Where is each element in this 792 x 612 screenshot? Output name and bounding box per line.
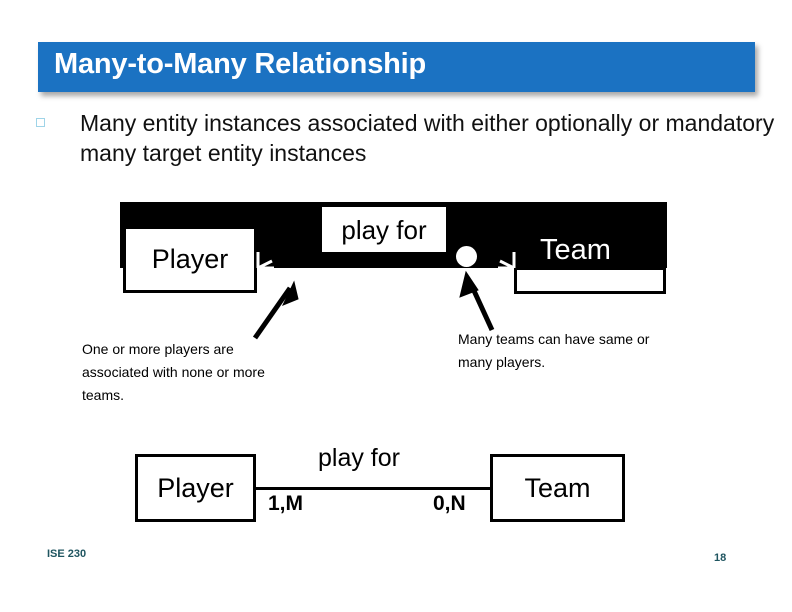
annotation-note-right: Many teams can have same or many players…	[458, 331, 650, 370]
entity-box-team-top	[514, 267, 666, 294]
slide-title-bar: Many-to-Many Relationship	[38, 42, 755, 92]
bullet-item-text: Many entity instances associated with ei…	[80, 110, 775, 166]
optional-circle-icon	[456, 246, 477, 267]
square-bullet-icon	[36, 118, 45, 127]
entity-box-team-bottom: Team	[490, 454, 625, 522]
entity-label-team-top: Team	[540, 234, 611, 266]
footer-course-code: ISE 230	[47, 548, 87, 560]
entity-label-player-bottom: Player	[157, 472, 234, 503]
annotation-arrow-left	[252, 280, 299, 340]
annotation-note-left: One or more players are associated with …	[82, 341, 265, 403]
cardinality-left: 1,M	[268, 492, 304, 515]
page-title: Many-to-Many Relationship	[54, 48, 427, 80]
annotation-arrow-right	[459, 270, 495, 332]
entity-label-team-bottom: Team	[524, 472, 591, 503]
entity-box-player-top: Player	[123, 226, 257, 293]
relationship-label-top: play for	[341, 214, 427, 245]
footer-page-number: 18	[714, 552, 727, 564]
relationship-label-bottom: play for	[318, 444, 400, 472]
relationship-label-box-top: play for	[322, 207, 446, 252]
er-connector-line	[256, 487, 490, 490]
entity-label-player-top: Player	[151, 244, 229, 274]
cardinality-right: 0,N	[433, 492, 466, 515]
entity-box-player-bottom: Player	[135, 454, 256, 522]
